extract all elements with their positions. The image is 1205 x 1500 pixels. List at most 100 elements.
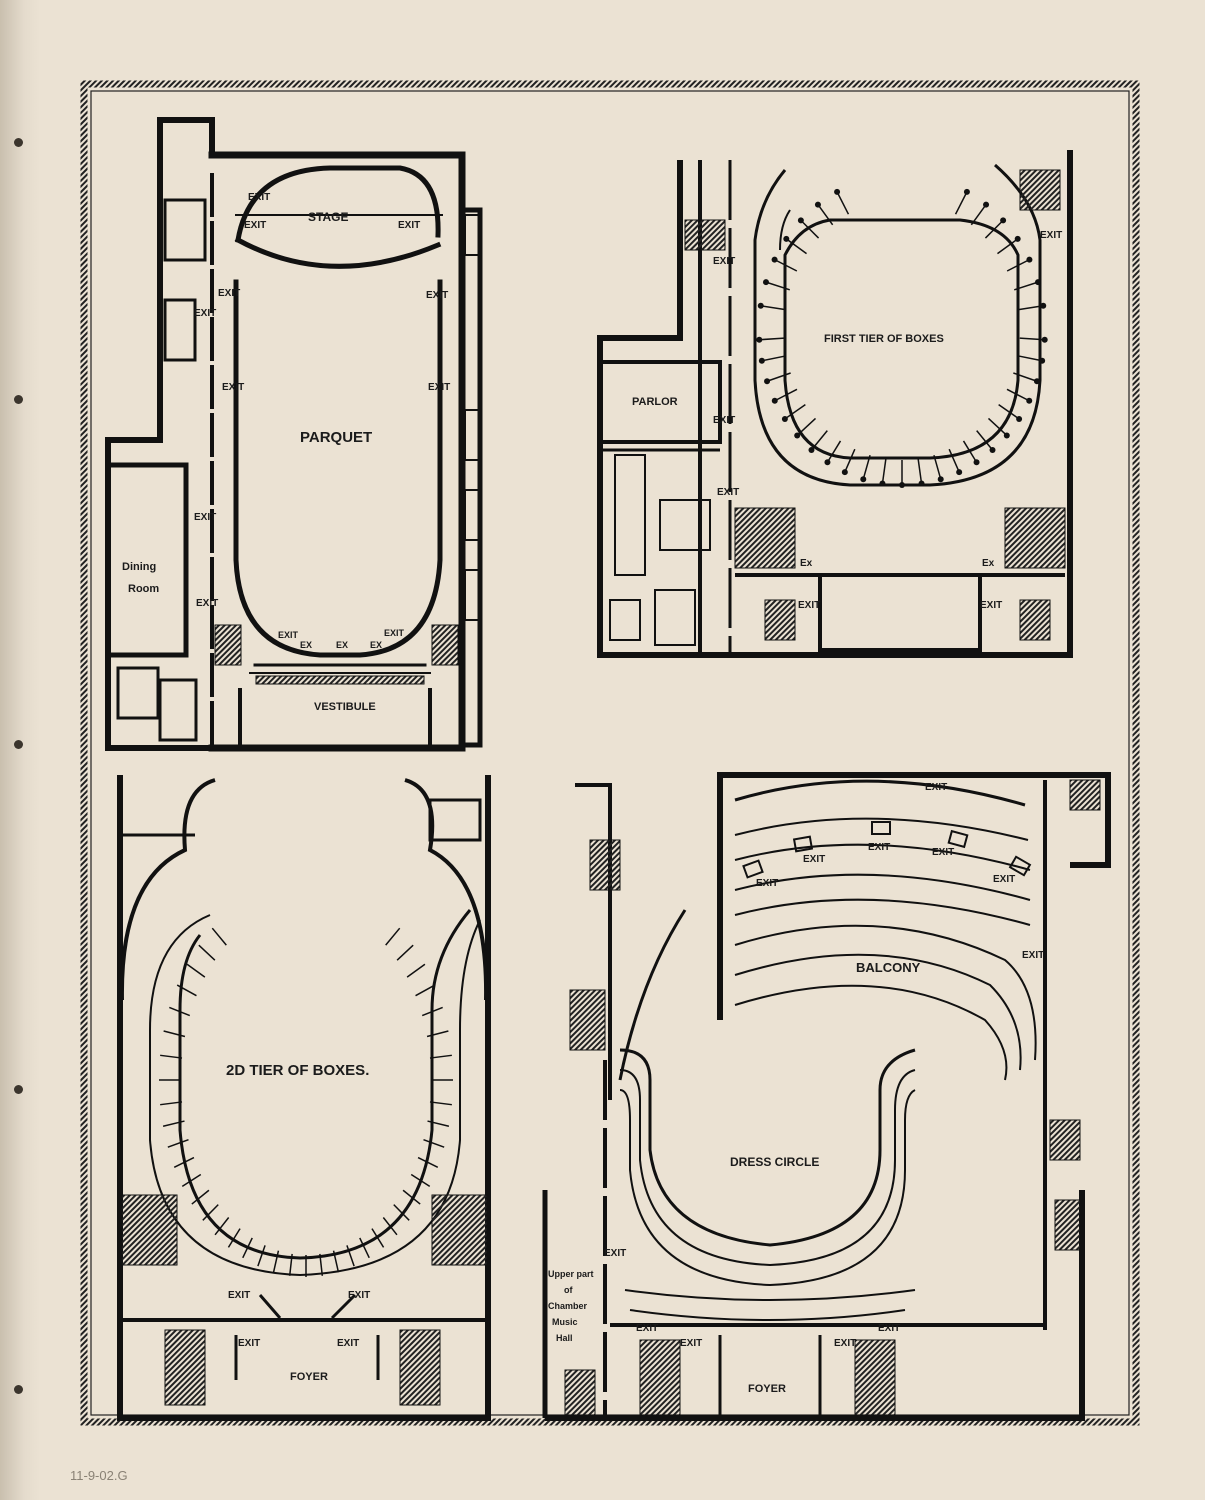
box-partition	[800, 219, 820, 239]
box-seat	[1035, 279, 1042, 286]
box-partition	[976, 430, 994, 451]
box-seat	[963, 188, 970, 195]
parlor-label: PARLOR	[632, 396, 678, 408]
box-partition	[169, 1006, 191, 1017]
box-partition	[393, 1204, 410, 1221]
exit-label: EXIT	[222, 382, 244, 393]
box-seat	[756, 336, 763, 343]
box-partition	[160, 1054, 183, 1059]
box-partition	[760, 305, 786, 311]
exit-label: EXIT	[348, 1290, 370, 1301]
box-partition	[810, 430, 828, 451]
box-partition	[1018, 305, 1044, 311]
exit-label: EXIT	[196, 598, 218, 609]
box-partition	[227, 1228, 241, 1248]
parquet-labels: STAGE PARQUET Dining Room VESTIBULE EXIT…	[122, 192, 450, 713]
box-partition	[385, 927, 401, 946]
box-partition	[162, 1120, 185, 1127]
box-seat	[783, 235, 790, 242]
first-tier-label: FIRST TIER OF BOXES	[824, 333, 944, 345]
box-seat	[781, 415, 788, 422]
exit-label: EXIT	[604, 1248, 626, 1259]
box-partition	[785, 238, 807, 255]
box-partition	[421, 1006, 443, 1017]
binding-hole	[14, 138, 23, 147]
chamber-hall-label: of	[564, 1285, 573, 1295]
binding-hole	[14, 1385, 23, 1394]
box-partition	[881, 458, 887, 484]
exit-label: EXIT	[238, 1338, 260, 1349]
box-partition	[987, 417, 1008, 437]
box-seat	[758, 357, 765, 364]
chamber-hall-label: Music	[552, 1317, 578, 1327]
ex-label: Ex	[982, 558, 995, 569]
box-partition	[997, 238, 1019, 255]
box-partition	[288, 1253, 293, 1276]
box-partition	[765, 281, 791, 291]
balcony-boxes	[742, 821, 1032, 879]
box-partition	[774, 258, 798, 272]
ex-label: Ex	[800, 558, 813, 569]
box-seat	[899, 482, 905, 488]
box-partition	[167, 1138, 189, 1148]
box-partition	[176, 984, 197, 997]
box-partition	[214, 1217, 230, 1236]
box-partition	[1013, 281, 1039, 291]
box-partition	[332, 1250, 340, 1273]
binding-hole	[14, 740, 23, 749]
box-partition	[1013, 372, 1038, 382]
chamber-hall-label: Chamber	[548, 1301, 588, 1311]
parquet-label: PARQUET	[300, 429, 372, 446]
box-partition	[984, 219, 1004, 239]
box-partition	[359, 1237, 370, 1259]
box-partition	[272, 1250, 280, 1273]
box-partition	[319, 1253, 324, 1276]
box-partition	[417, 1156, 439, 1168]
exit-label: EXIT	[1040, 230, 1062, 241]
exit-label: EXIT	[194, 512, 216, 523]
exit-label: EXIT	[993, 874, 1015, 885]
exit-label: EXIT	[980, 600, 1002, 611]
second-tier-plan	[117, 775, 491, 1421]
box-partition	[774, 388, 798, 402]
box-seat	[824, 459, 831, 466]
box-partition	[242, 1237, 253, 1259]
box-seat	[1014, 235, 1021, 242]
exit-label: EXIT	[834, 1338, 856, 1349]
exit-label: EXIT	[337, 1338, 359, 1349]
second-tier-label: 2D TIER OF BOXES.	[226, 1062, 369, 1079]
box-partition	[1017, 355, 1043, 362]
box-partition	[1019, 337, 1045, 341]
box-partition	[163, 1030, 186, 1038]
exit-label: EXIT	[713, 415, 735, 426]
vestibule-label: VESTIBULE	[314, 701, 376, 713]
box-seat	[937, 476, 944, 483]
balcony-dress-circle-plan	[542, 772, 1111, 1421]
exit-label: EXIT	[194, 308, 216, 319]
balcony-label: BALCONY	[856, 960, 921, 975]
box-seat	[841, 469, 848, 476]
box-partition	[410, 1173, 431, 1187]
box-seat	[1016, 415, 1023, 422]
exit-label: EXIT	[244, 220, 266, 231]
box-seat	[1040, 302, 1047, 309]
box-partition	[761, 355, 787, 362]
exit-label: EXIT	[398, 220, 420, 231]
box-partition	[429, 1054, 452, 1059]
second-tier-box-markers	[159, 927, 453, 1277]
exit-label: EXIT	[1022, 950, 1044, 961]
box-seat	[771, 256, 778, 263]
box-partition	[1006, 388, 1030, 402]
box-partition	[836, 191, 850, 215]
dress-circle-label: DRESS CIRCLE	[730, 1155, 819, 1169]
parquet-plan	[105, 117, 483, 752]
box-partition	[191, 1189, 210, 1205]
box-seat	[1033, 378, 1040, 385]
binding-edge	[0, 0, 40, 1500]
box-seat	[757, 302, 764, 309]
box-seat	[797, 217, 804, 224]
box-partition	[766, 372, 791, 382]
exit-label: EXIT	[756, 878, 778, 889]
box-partition	[933, 454, 942, 480]
